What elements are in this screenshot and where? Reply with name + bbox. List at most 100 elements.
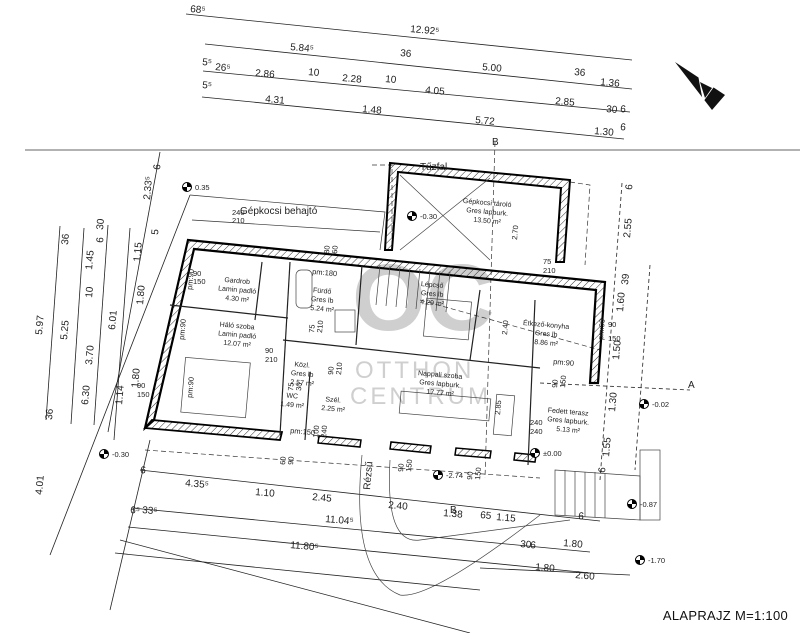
opening-label: 150 (404, 459, 414, 472)
right-dimension-label: 6 (597, 466, 608, 473)
room-label: Gépkocsi tároló (463, 198, 512, 209)
driveway-label: Gépkocsi behajtó (240, 206, 318, 217)
opening-label: 2.40 (500, 320, 510, 335)
room-label: Gres lb (535, 330, 558, 339)
top-dimension-label: 12.92⁵ (410, 24, 440, 38)
level-marker-icon (407, 211, 417, 221)
level-label: -2.74 (446, 471, 463, 480)
room-label: Lépcső (421, 281, 444, 290)
right-dimension-label: 39 (620, 273, 632, 285)
top-dimension-label: 5⁵ (202, 57, 213, 69)
level-marker-icon (530, 448, 540, 458)
room-label: 2.57 m² (290, 379, 315, 388)
opening-label: 90 (326, 366, 336, 375)
top-dimension-label: 1.48 (362, 104, 383, 117)
level-label: -1.70 (648, 556, 665, 565)
north-arrow-icon (675, 62, 725, 110)
top-dimension-label: 2.86 (255, 68, 276, 81)
level-marker-icon (182, 182, 192, 192)
room-label: Gres lb (421, 290, 444, 299)
watermark-line2: CENTRUM (350, 383, 491, 410)
opening-label: 60 (330, 245, 340, 254)
right-dimension-label: 1.30 (607, 391, 620, 412)
bottom-dimension-label: 33⁵ (142, 505, 158, 517)
top-dimension-label: 4.31 (265, 94, 286, 107)
opening-label: pm:90 (177, 319, 188, 341)
room-label: 13.50 m² (473, 217, 502, 226)
opening-label: 90 (550, 379, 560, 388)
room-label: 5.24 m² (310, 305, 335, 314)
top-dimension-label: 5⁵ (202, 80, 213, 92)
bottom-dimension-label: 1.80 (535, 562, 556, 575)
opening-label: 240 (530, 427, 543, 436)
room-label: Nappali szoba (418, 370, 463, 381)
section-a-label: A (688, 380, 695, 391)
watermark-line1: OTTHON (355, 357, 474, 384)
opening-label: 150 (193, 277, 206, 286)
top-dimension-label: 6 (620, 104, 627, 115)
top-dimension-label: 10 (308, 67, 320, 79)
top-dimension-label: 26⁵ (215, 62, 231, 74)
furniture (180, 174, 661, 596)
room-label: 4.30 m² (225, 295, 250, 304)
opening-label: 2.70 (510, 225, 520, 240)
left-dimension-label: 2.33⁵ (142, 176, 155, 200)
room-label: Gres lapburk. (547, 416, 590, 427)
top-dimension-label: 5.84⁵ (290, 42, 314, 55)
opening-label: 210 (265, 355, 278, 364)
opening-label: 60 (278, 456, 288, 465)
left-dimension-label: 6 (95, 236, 106, 243)
left-dimension-label: 4.01 (34, 474, 47, 495)
top-dimension-label: 5.72 (475, 115, 496, 128)
room-label: Fedett terasz (547, 407, 589, 418)
opening-label: 210 (315, 320, 325, 333)
opening-label: 2.85 (493, 400, 503, 415)
opening-label: 240 (530, 418, 543, 427)
opening-label: 90 (137, 381, 145, 390)
firewall-label: Tűzfal (420, 162, 447, 173)
top-dimension-label: 6 (620, 122, 627, 133)
bottom-dimension-label: 6 (140, 465, 147, 476)
bottom-dimension-label: 30 (520, 539, 532, 551)
top-dimension-label: 1.36 (600, 77, 621, 90)
right-dimension-label: 1.50 (611, 339, 624, 360)
opening-label: 210 (334, 362, 344, 375)
level-marker-icon (627, 499, 637, 509)
room-label: Szél. (325, 396, 341, 404)
left-dimension-lines (45, 151, 191, 611)
left-dimension-label: 10 (84, 286, 96, 298)
driveway-outline (25, 149, 800, 251)
room-label: Lamin padló (218, 285, 257, 295)
right-dimension-label: 2.55 (622, 217, 635, 238)
right-dimension-label: 1.60 (615, 291, 628, 312)
left-dimension-label: 1.45 (84, 249, 97, 270)
room-label: Étkező-konyha (523, 318, 570, 331)
top-dimension-label: 30 (606, 104, 618, 116)
top-dimension-label: 68⁵ (190, 4, 206, 16)
level-label: -0.30 (112, 450, 129, 459)
bottom-dimension-label: 11.04⁵ (325, 514, 354, 527)
opening-label: 150 (558, 375, 568, 388)
level-label: -0.02 (652, 400, 669, 409)
left-dimension-label: 36 (44, 408, 56, 420)
slope-label: Rézsű (362, 461, 375, 491)
opening-label: 240 (319, 425, 329, 438)
level-label: 0.35 (195, 183, 210, 192)
level-label: -0.30 (420, 212, 437, 221)
top-dimension-label: 36 (574, 67, 586, 79)
left-dimension-label: 30 (95, 218, 107, 230)
bottom-dimension-label: 2.60 (575, 570, 596, 583)
opening-label: 80 (322, 245, 332, 254)
top-dimension-label: 4.05 (425, 85, 446, 98)
bottom-dimension-label: 2.40 (388, 500, 409, 513)
interior-walls (169, 261, 541, 466)
left-dimension-label: 6 (152, 163, 163, 170)
left-dimension-label: 3.70 (84, 344, 97, 365)
opening-label: 90 (465, 471, 475, 480)
room-label: 4.29 m² (420, 299, 445, 308)
left-dimension-label: 5.97 (34, 314, 47, 335)
room-label: Közl. (294, 361, 310, 369)
left-dimension-label: 6.30 (80, 384, 93, 405)
room-label: 17.77 m² (426, 389, 455, 398)
